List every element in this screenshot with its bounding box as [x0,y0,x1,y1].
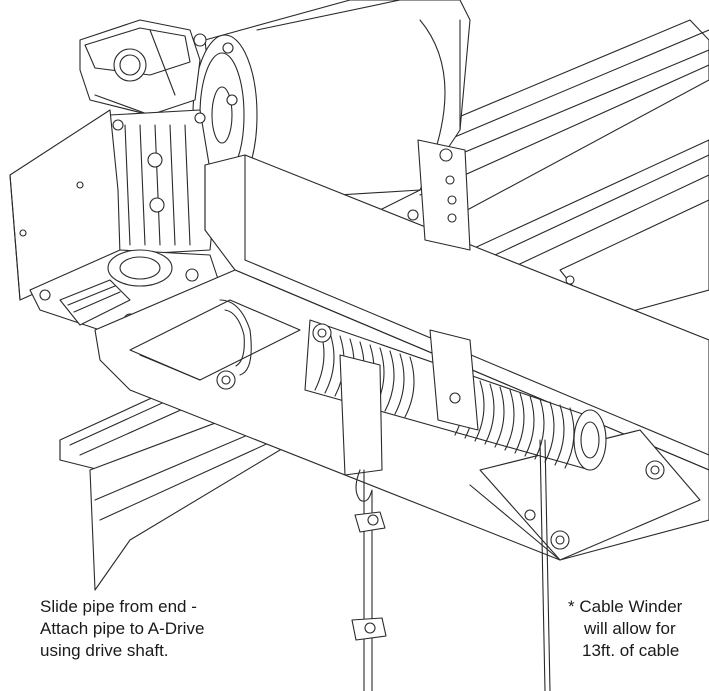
cable-winder-note: * Cable Winder will allow for 13ft. of c… [568,596,709,662]
end-plate [9,109,121,301]
motor-cylinder [192,0,471,216]
mounting-bolts [216,275,665,550]
note-line-2: will allow for [584,619,676,638]
instruction-line-1: Slide pipe from end - [40,597,197,616]
instruction-caption: Slide pipe from end - Attach pipe to A-D… [40,596,270,662]
note-line-1: * Cable Winder [568,597,683,616]
pulley-brackets [339,139,479,476]
note-line-3: 13ft. of cable [582,641,680,660]
gearbox [79,19,216,256]
instruction-line-3: using drive shaft. [40,641,169,660]
hanging-cables [351,439,551,691]
instruction-line-2: Attach pipe to A-Drive [40,619,205,638]
